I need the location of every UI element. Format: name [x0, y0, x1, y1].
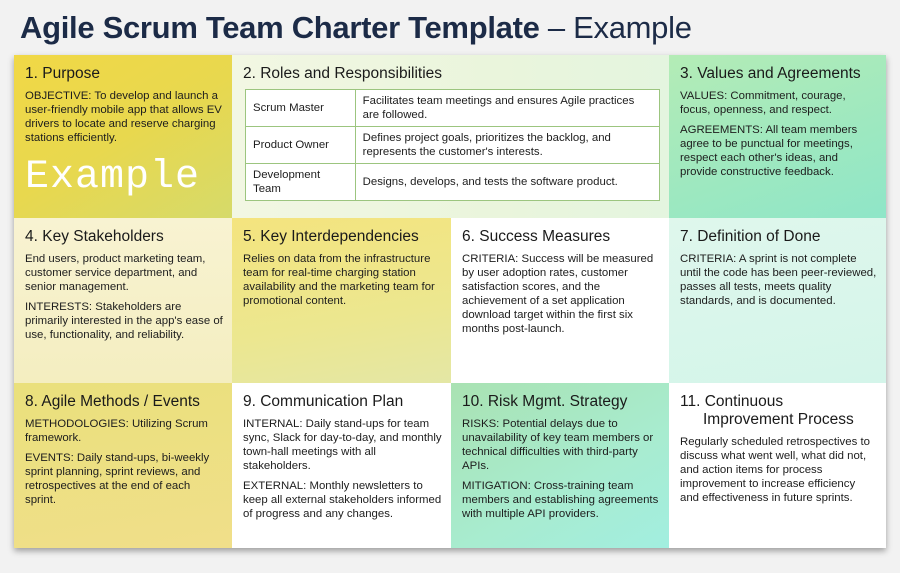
heading-line: 11. Continuous	[680, 393, 784, 410]
role-name: Scrum Master	[245, 89, 356, 127]
section-continuous-improvement: 11. Continuous Improvement Process Regul…	[669, 383, 886, 548]
section-heading: 10. Risk Mgmt. Strategy	[462, 393, 628, 410]
section-values: 3. Values and Agreements VALUES: Commitm…	[669, 55, 886, 218]
role-description: Facilitates team meetings and ensures Ag…	[354, 89, 661, 127]
section-communication-plan: 9. Communication Plan INTERNAL: Daily st…	[232, 383, 451, 548]
role-description: Designs, develops, and tests the softwar…	[354, 163, 661, 201]
section-text: VALUES: Commitment, courage, focus, open…	[680, 90, 846, 116]
section-text: MITIGATION: Cross-training team members …	[462, 480, 659, 520]
section-text: End users, product marketing team, custo…	[25, 253, 206, 293]
section-text: AGREEMENTS: All team members agree to be…	[680, 124, 858, 178]
section-text: CRITERIA: Success will be measured by us…	[462, 253, 654, 335]
section-stakeholders: 4. Key Stakeholders End users, product m…	[14, 218, 232, 383]
section-heading: 6. Success Measures	[462, 228, 611, 245]
example-watermark: Example	[25, 155, 201, 200]
section-heading: 2. Roles and Responsibilities	[243, 65, 443, 82]
section-heading: 3. Values and Agreements	[680, 65, 861, 82]
section-definition-of-done: 7. Definition of Done CRITERIA: A sprint…	[669, 218, 886, 383]
section-success-measures: 6. Success Measures CRITERIA: Success wi…	[451, 218, 669, 383]
section-heading: 9. Communication Plan	[243, 393, 404, 410]
charter-board: 1. Purpose OBJECTIVE: To develop and lau…	[14, 55, 886, 548]
role-name: Development Team	[245, 163, 356, 201]
section-text: EXTERNAL: Monthly newsletters to keep al…	[243, 480, 442, 520]
section-heading: 7. Definition of Done	[680, 228, 821, 245]
section-text: OBJECTIVE: To develop and launch a user-…	[25, 90, 222, 144]
section-text: EVENTS: Daily stand-ups, bi-weekly sprin…	[25, 452, 210, 506]
section-text: RISKS: Potential delays due to unavailab…	[462, 418, 654, 472]
section-risk-strategy: 10. Risk Mgmt. Strategy RISKS: Potential…	[451, 383, 669, 548]
section-purpose: 1. Purpose OBJECTIVE: To develop and lau…	[14, 55, 232, 218]
section-text: CRITERIA: A sprint is not complete until…	[680, 253, 877, 307]
section-heading: 8. Agile Methods / Events	[25, 393, 200, 410]
section-text: Regularly scheduled retrospectives to di…	[680, 436, 870, 504]
section-text: INTERNAL: Daily stand-ups for team sync,…	[243, 418, 442, 472]
title-suffix: – Example	[539, 10, 692, 45]
role-name: Product Owner	[245, 126, 356, 164]
page-title: Agile Scrum Team Charter Template – Exam…	[20, 10, 692, 46]
section-heading: 11. Continuous Improvement Process	[680, 393, 877, 429]
section-text: INTERESTS: Stakeholders are primarily in…	[25, 301, 223, 341]
title-bold: Agile Scrum Team Charter Template	[20, 10, 540, 45]
section-heading: 1. Purpose	[25, 65, 100, 82]
section-agile-methods: 8. Agile Methods / Events METHODOLOGIES:…	[14, 383, 232, 548]
heading-line: Improvement Process	[703, 411, 854, 428]
section-heading: 4. Key Stakeholders	[25, 228, 164, 245]
section-interdependencies: 5. Key Interdependencies Relies on data …	[232, 218, 451, 383]
role-description: Defines project goals, prioritizes the b…	[354, 126, 661, 164]
section-heading: 5. Key Interdependencies	[243, 228, 419, 245]
section-text: METHODOLOGIES: Utilizing Scrum framework…	[25, 418, 208, 444]
section-text: Relies on data from the infrastructure t…	[243, 253, 435, 307]
section-roles: 2. Roles and Responsibilities Scrum Mast…	[232, 55, 669, 218]
